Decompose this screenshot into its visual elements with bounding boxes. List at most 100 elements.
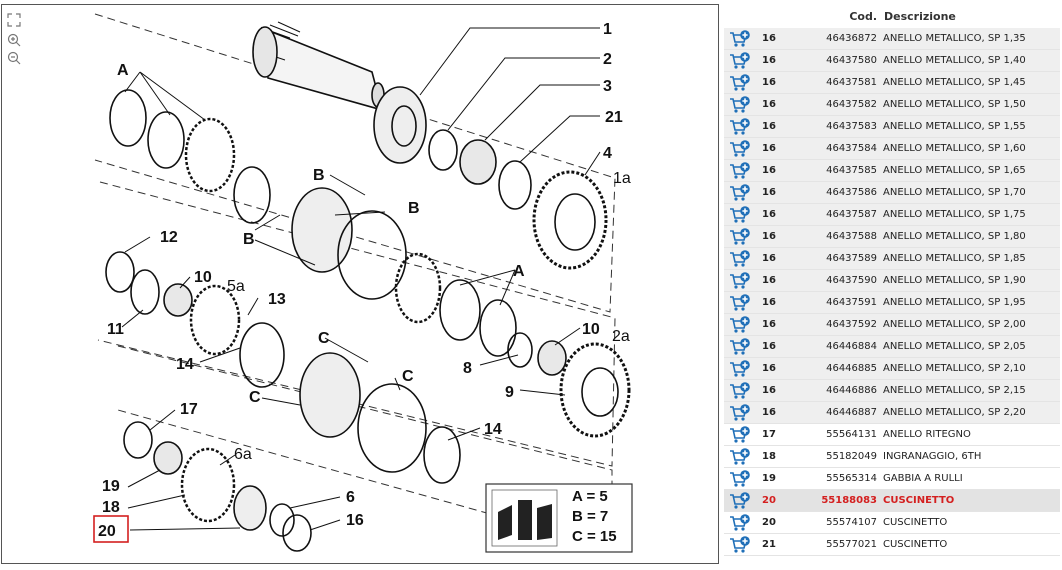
callout-14[interactable]: 14 (176, 356, 194, 373)
add-to-cart-button[interactable] (724, 445, 756, 468)
add-to-cart-button[interactable] (724, 28, 756, 50)
callout-18[interactable]: 18 (102, 499, 120, 516)
position-cell: 16 (756, 28, 784, 50)
add-to-cart-button[interactable] (724, 71, 756, 94)
callout-B[interactable]: B (313, 167, 325, 184)
add-to-cart-icon (730, 513, 750, 531)
position-cell: 16 (756, 49, 784, 72)
add-to-cart-button[interactable] (724, 489, 756, 512)
callout-6a[interactable]: 6a (234, 446, 252, 463)
add-to-cart-button[interactable] (724, 49, 756, 72)
cod-column-header: Cod. (784, 4, 883, 28)
add-to-cart-button[interactable] (724, 467, 756, 490)
part-18 (180, 447, 236, 523)
add-to-cart-button[interactable] (724, 159, 756, 182)
callout-12[interactable]: 12 (160, 229, 178, 246)
callout-20[interactable]: 20 (98, 523, 116, 540)
callout-10[interactable]: 10 (582, 321, 600, 338)
callout-2a[interactable]: 2a (612, 328, 630, 345)
callout-C[interactable]: C (318, 330, 330, 347)
highlight-box-20 (93, 515, 129, 543)
position-cell: 16 (756, 379, 784, 402)
add-to-cart-button[interactable] (724, 379, 756, 402)
callout-14[interactable]: 14 (484, 421, 502, 438)
add-to-cart-button[interactable] (724, 511, 756, 534)
add-to-cart-button[interactable] (724, 533, 756, 556)
part-8 (507, 332, 533, 368)
callout-1[interactable]: 1 (603, 21, 612, 38)
callout-B[interactable]: B (243, 231, 255, 248)
callout-16[interactable]: 16 (346, 512, 364, 529)
add-to-cart-button[interactable] (724, 269, 756, 292)
callout-21[interactable]: 21 (605, 109, 623, 126)
add-to-cart-button[interactable] (724, 225, 756, 248)
description-cell: ANELLO METALLICO, SP 2,00 (883, 313, 1060, 336)
add-to-cart-button[interactable] (724, 291, 756, 314)
callout-9[interactable]: 9 (505, 384, 514, 401)
zoom-out-icon[interactable] (6, 50, 22, 66)
add-to-cart-button[interactable] (724, 181, 756, 204)
add-to-cart-icon (730, 227, 750, 245)
callout-8[interactable]: 8 (463, 360, 472, 377)
position-cell: 16 (756, 225, 784, 248)
add-to-cart-icon (730, 205, 750, 223)
callout-3[interactable]: 3 (603, 78, 612, 95)
callout-B[interactable]: B (408, 200, 420, 217)
callout-6[interactable]: 6 (346, 489, 355, 506)
position-cell: 18 (756, 445, 784, 468)
add-to-cart-button[interactable] (724, 423, 756, 446)
add-to-cart-button[interactable] (724, 335, 756, 358)
add-to-cart-icon (730, 51, 750, 69)
zoom-in-icon[interactable] (6, 32, 22, 48)
callout-19[interactable]: 19 (102, 478, 120, 495)
callout-11[interactable]: 11 (107, 321, 124, 338)
callout-C[interactable]: C (402, 368, 414, 385)
fit-to-window-icon[interactable] (6, 12, 22, 28)
callout-C[interactable]: C (249, 389, 261, 406)
add-to-cart-button[interactable] (724, 137, 756, 160)
add-to-cart-button[interactable] (724, 357, 756, 380)
add-to-cart-button[interactable] (724, 93, 756, 116)
callout-5a[interactable]: 5a (227, 278, 245, 295)
callout-13[interactable]: 13 (268, 291, 286, 308)
add-to-cart-button[interactable] (724, 401, 756, 424)
callout-A[interactable]: A (117, 62, 129, 79)
callout-17[interactable]: 17 (180, 401, 198, 418)
description-cell: ANELLO RITEGNO (883, 423, 1060, 446)
add-to-cart-button[interactable] (724, 247, 756, 270)
callout-2[interactable]: 2 (603, 51, 612, 68)
callout-4[interactable]: 4 (603, 145, 612, 162)
callout-A[interactable]: A (513, 263, 525, 280)
callout-1a[interactable]: 1a (613, 170, 631, 187)
add-to-cart-button[interactable] (724, 313, 756, 336)
add-to-cart-button[interactable] (724, 115, 756, 138)
callout-10[interactable]: 10 (194, 269, 212, 286)
add-to-cart-button[interactable] (724, 203, 756, 226)
